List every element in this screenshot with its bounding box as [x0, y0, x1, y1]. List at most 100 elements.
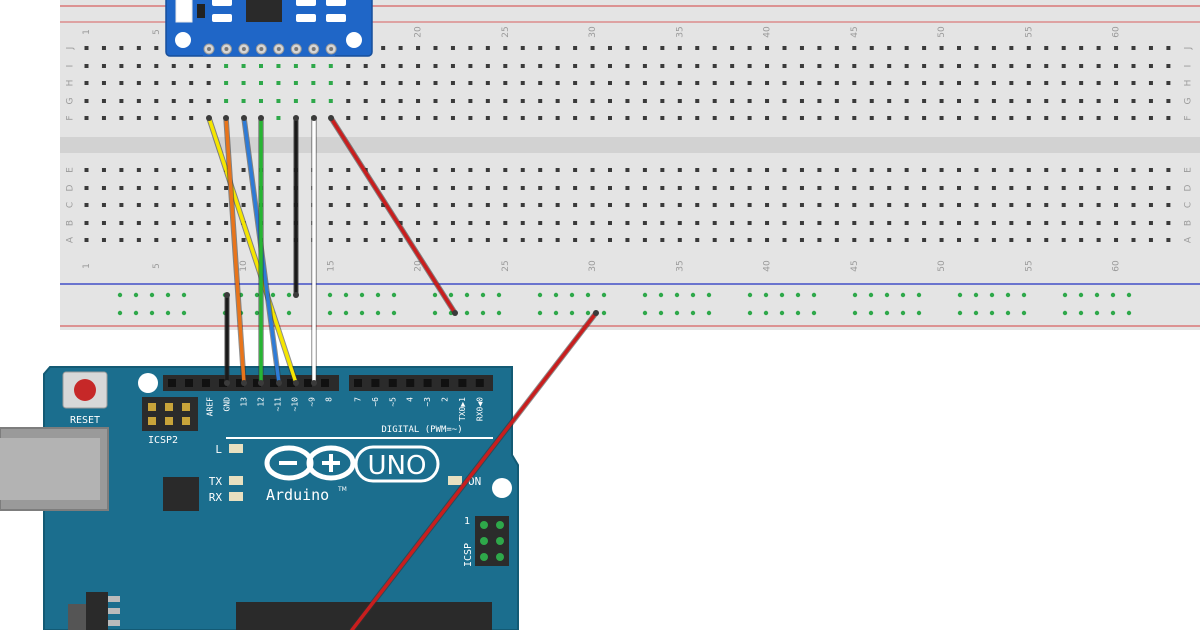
- breadboard-hole: [1044, 168, 1049, 172]
- rail-hole: [642, 292, 648, 298]
- breadboard-hole: [747, 238, 752, 242]
- wire-end: [224, 380, 230, 386]
- rail-hole: [601, 292, 607, 298]
- rail-hole: [852, 292, 858, 298]
- column-number: 5: [152, 263, 162, 269]
- rail-hole: [900, 292, 906, 298]
- breadboard-hole: [642, 168, 647, 172]
- icsp-pin: [496, 521, 504, 529]
- breadboard-hole: [1096, 99, 1101, 103]
- breadboard-hole: [590, 46, 595, 50]
- breadboard-hole: [328, 221, 333, 225]
- breadboard-hole: [450, 221, 455, 225]
- header-socket: [304, 379, 312, 387]
- breadboard-hole: [660, 186, 665, 190]
- breadboard-hole: [834, 186, 839, 190]
- breadboard-hole: [1148, 168, 1153, 172]
- rail-hole: [464, 292, 470, 298]
- breadboard-hole: [381, 46, 386, 50]
- row-letter: J: [1184, 47, 1194, 51]
- breadboard-hole: [154, 116, 159, 120]
- breadboard-hole: [468, 203, 473, 207]
- breadboard-hole: [974, 203, 979, 207]
- icsp2-pin: [182, 417, 190, 425]
- breadboard-hole: [416, 99, 421, 103]
- breadboard-hole: [799, 186, 804, 190]
- led-rx-label: RX: [209, 491, 223, 504]
- breadboard-hole: [136, 116, 141, 120]
- breadboard-hole: [1026, 99, 1031, 103]
- breadboard-hole: [852, 168, 857, 172]
- breadboard-hole: [328, 168, 333, 172]
- breadboard-hole: [939, 64, 944, 68]
- column-number: 1: [82, 263, 92, 269]
- rail-hole: [811, 292, 817, 298]
- breadboard-hole: [363, 116, 368, 120]
- icsp2-pin: [165, 403, 173, 411]
- rail-hole: [432, 292, 438, 298]
- breadboard-hole: [904, 238, 909, 242]
- breadboard-hole: [817, 81, 822, 85]
- breadboard-hole: [346, 186, 351, 190]
- breadboard-hole: [468, 99, 473, 103]
- breadboard-hole: [468, 238, 473, 242]
- breadboard-hole: [450, 168, 455, 172]
- breadboard-hole: [799, 99, 804, 103]
- breadboard-hole: [730, 168, 735, 172]
- breadboard-hole: [206, 186, 211, 190]
- breadboard-hole: [503, 238, 508, 242]
- led-l: [229, 444, 243, 453]
- breadboard-hole: [468, 221, 473, 225]
- reset-button-cap[interactable]: [74, 379, 96, 401]
- icsp2-label: ICSP2: [148, 435, 178, 446]
- breadboard-hole: [869, 221, 874, 225]
- breadboard-hole: [1044, 46, 1049, 50]
- breadboard-hole: [381, 116, 386, 120]
- breadboard-hole: [782, 238, 787, 242]
- breadboard-hole: [834, 221, 839, 225]
- row-letter: F: [66, 115, 76, 120]
- breadboard-hole: [1009, 46, 1014, 50]
- breadboard-hole: [782, 221, 787, 225]
- breadboard-hole: [625, 186, 630, 190]
- header-pin-label: 7: [354, 397, 363, 402]
- breadboard-hole: [608, 46, 612, 50]
- breadboard-hole: [1026, 46, 1031, 50]
- header-socket: [236, 379, 244, 387]
- breadboard-hole: [957, 186, 961, 190]
- breadboard-hole: [189, 64, 194, 68]
- row-letter: G: [1184, 97, 1194, 104]
- breadboard-hole: [730, 203, 735, 207]
- breadboard-hole: [503, 64, 508, 68]
- breadboard-hole: [1166, 116, 1171, 120]
- breadboard-hole: [101, 186, 106, 190]
- header-socket: [371, 379, 380, 387]
- breadboard-hole: [206, 99, 211, 103]
- breadboard-hole: [625, 99, 630, 103]
- breadboard-hole: [503, 99, 508, 103]
- breadboard-hole: [485, 81, 490, 85]
- rail-hole: [375, 292, 381, 298]
- rail-hole: [327, 310, 333, 316]
- rail-hole: [359, 292, 365, 298]
- breadboard-hole: [1114, 64, 1119, 68]
- column-number: 20: [414, 260, 424, 272]
- breadboard-hole: [974, 116, 979, 120]
- icsp-pin: [496, 553, 504, 561]
- rail-hole: [1062, 310, 1068, 316]
- rail-hole: [553, 292, 559, 298]
- breadboard-hole: [538, 221, 543, 225]
- breadboard-hole: [1114, 99, 1119, 103]
- breadboard-hole: [1079, 116, 1084, 120]
- breadboard-hole: [1061, 81, 1066, 85]
- header-pin-label: 4: [406, 397, 415, 402]
- row-letter: H: [66, 80, 76, 87]
- rail-hole: [674, 292, 680, 298]
- breadboard-hole: [904, 116, 909, 120]
- breadboard-hole: [677, 64, 682, 68]
- breadboard-hole: [259, 99, 263, 103]
- breadboard-hole: [468, 116, 473, 120]
- rail-hole: [537, 310, 543, 316]
- breadboard-hole: [887, 221, 892, 225]
